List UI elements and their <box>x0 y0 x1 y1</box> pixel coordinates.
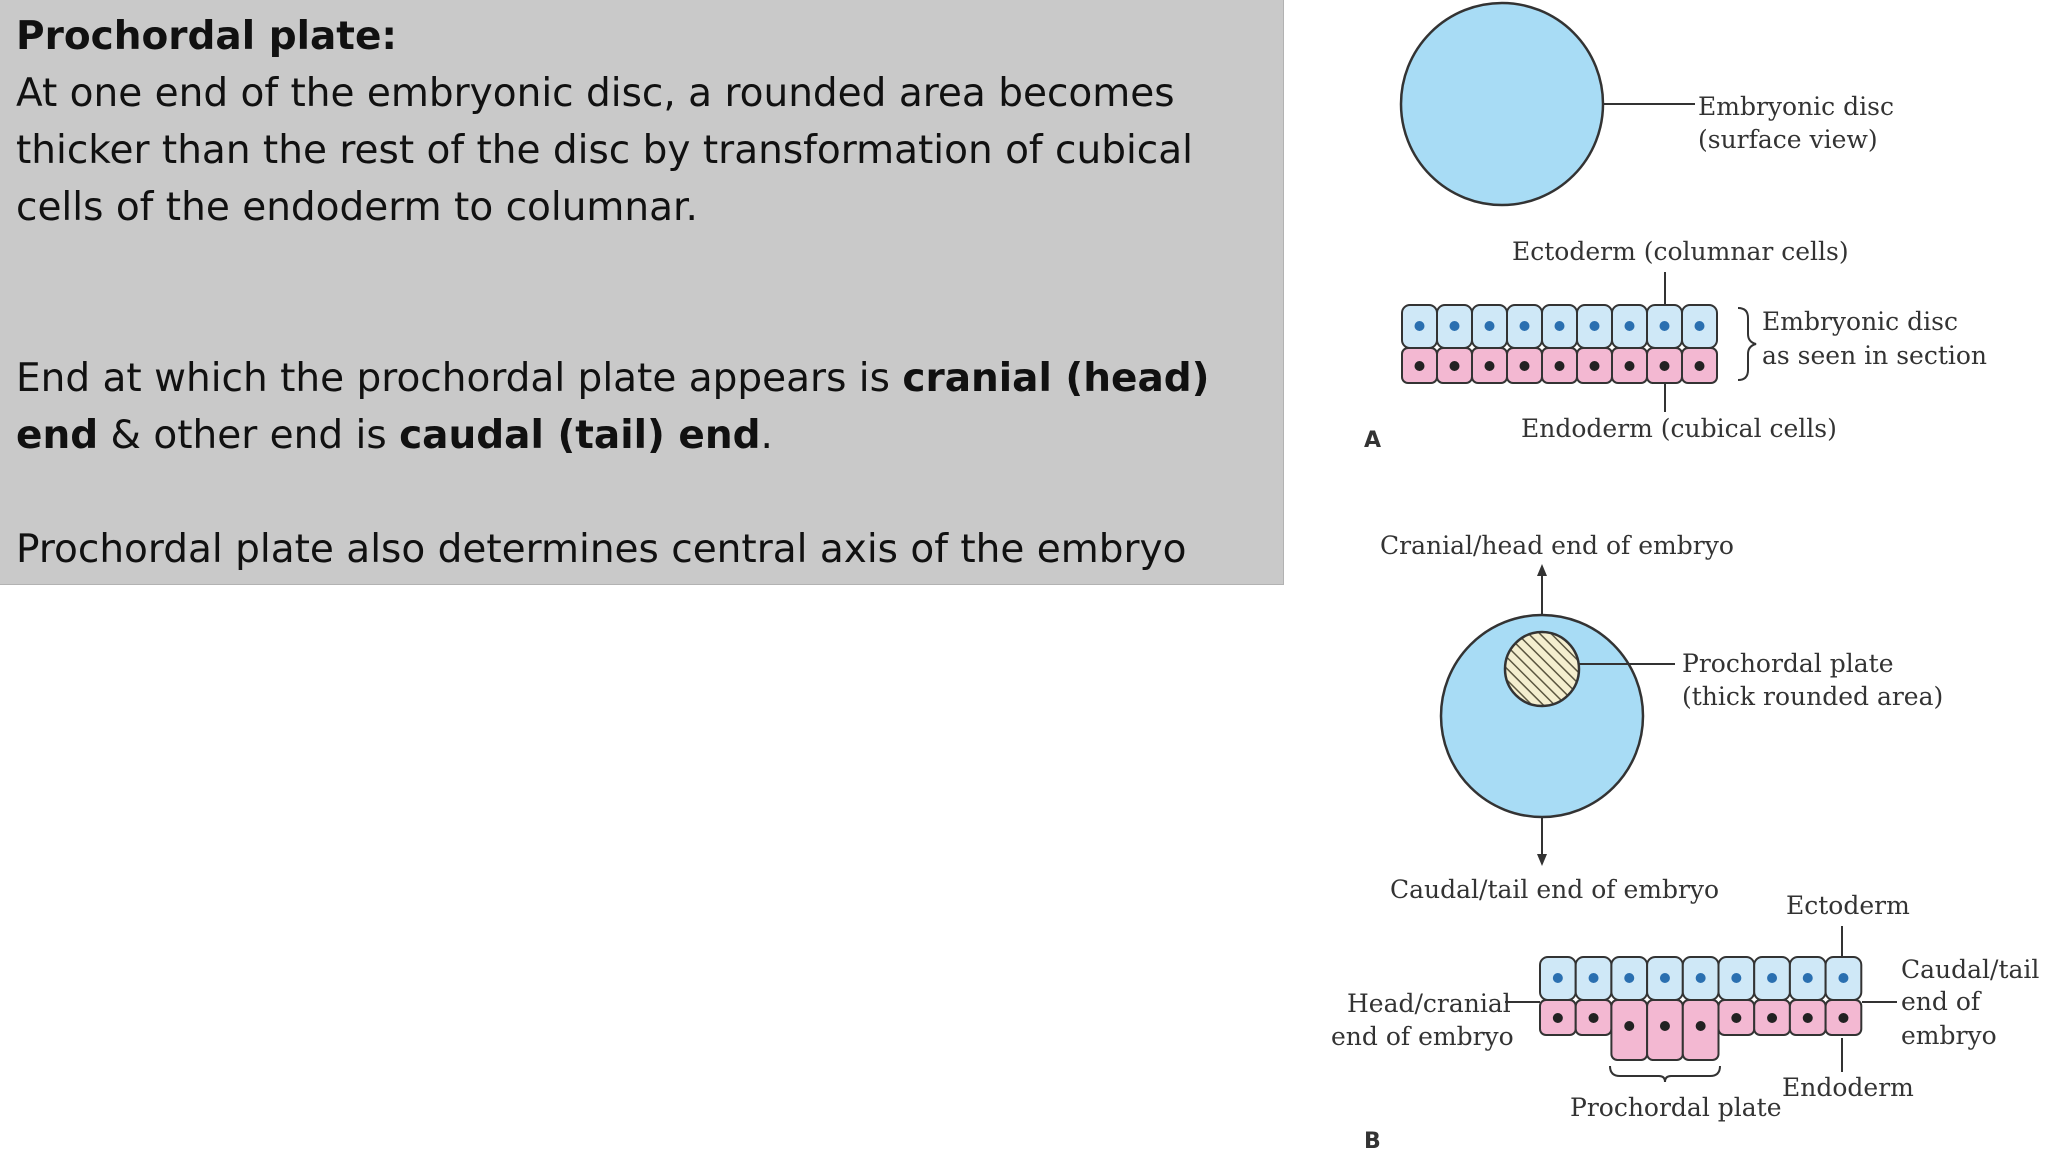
endoderm-nucleus <box>1519 361 1530 371</box>
ectoderm-nucleus <box>1624 321 1635 331</box>
ectoderm-nucleus <box>1659 321 1670 331</box>
disc-section-b <box>1539 956 1863 1061</box>
plate-label-line1: Prochordal plate <box>1682 649 1894 678</box>
endoderm-nucleus <box>1624 361 1635 371</box>
endoderm-nucleus <box>1767 1013 1778 1023</box>
disc-section-a <box>1401 304 1718 384</box>
prochordal-nucleus <box>1624 1021 1635 1031</box>
ectoderm-nucleus <box>1449 321 1460 331</box>
endoderm-nucleus <box>1588 1013 1599 1023</box>
prochordal-nucleus <box>1659 1021 1670 1031</box>
ectoderm-nucleus <box>1554 321 1565 331</box>
endoderm-nucleus <box>1414 361 1425 371</box>
ectoderm-nucleus <box>1624 973 1635 983</box>
disc-label-line2: (surface view) <box>1698 125 1878 154</box>
endoderm-nucleus <box>1449 361 1460 371</box>
panel-b-label: B <box>1364 1129 1381 1152</box>
paragraph-ends: End at which the prochordal plate appear… <box>16 350 1267 464</box>
head-end-label-line2: end of embryo <box>1331 1022 1514 1051</box>
caudal-arrowhead <box>1537 854 1547 866</box>
caudal-end-label: Caudal/tail end of embryo <box>1390 875 1719 904</box>
slide-heading: Prochordal plate: <box>16 14 397 59</box>
tail-end-label-line3: embryo <box>1901 1021 1997 1050</box>
ectoderm-nucleus <box>1838 973 1849 983</box>
head-end-label-line1: Head/cranial <box>1347 989 1511 1018</box>
endoderm-nucleus <box>1552 1013 1563 1023</box>
endoderm-label-b: Endoderm <box>1782 1073 1914 1102</box>
ectoderm-nucleus <box>1552 973 1563 983</box>
plate-label-line2: (thick rounded area) <box>1682 682 1943 711</box>
endoderm-nucleus <box>1802 1013 1813 1023</box>
tail-end-label-line2: end of <box>1901 987 1982 1016</box>
disc-label-line1: Embryonic disc <box>1698 92 1894 121</box>
ends-text-start: End at which the prochordal plate appear… <box>16 356 903 401</box>
endoderm-nucleus <box>1484 361 1495 371</box>
ectoderm-nucleus <box>1767 973 1778 983</box>
section-label-line2: as seen in section <box>1762 341 1987 370</box>
ectoderm-nucleus <box>1414 321 1425 331</box>
text-panel: Prochordal plate: At one end of the embr… <box>0 0 1284 585</box>
ectoderm-nucleus <box>1695 973 1706 983</box>
ends-text-end: . <box>760 413 773 458</box>
paragraph-thickening: At one end of the embryonic disc, a roun… <box>16 71 1193 230</box>
prochordal-nucleus <box>1695 1021 1706 1031</box>
plate-section-brace <box>1609 1065 1721 1083</box>
panel-a-label: A <box>1364 428 1381 453</box>
endoderm-cubical-label: Endoderm (cubical cells) <box>1521 414 1837 443</box>
caudal-end-term: caudal (tail) end <box>399 413 761 458</box>
ectoderm-nucleus <box>1519 321 1530 331</box>
ends-text-middle: & other end is <box>98 413 400 458</box>
ectoderm-nucleus <box>1659 973 1670 983</box>
ectoderm-nucleus <box>1731 973 1742 983</box>
plate-section-label: Prochordal plate <box>1570 1093 1782 1122</box>
ectoderm-nucleus <box>1484 321 1495 331</box>
section-label-line1: Embryonic disc <box>1762 307 1958 336</box>
prochordal-plate-area <box>1503 630 1581 708</box>
cranial-end-label: Cranial/head end of embryo <box>1380 531 1734 560</box>
endoderm-nucleus <box>1589 361 1600 371</box>
endoderm-nucleus <box>1694 361 1705 371</box>
endoderm-nucleus <box>1838 1013 1849 1023</box>
ectoderm-nucleus <box>1694 321 1705 331</box>
tail-end-label-line1: Caudal/tail <box>1901 955 2039 984</box>
ectoderm-nucleus <box>1802 973 1813 983</box>
endoderm-nucleus <box>1659 361 1670 371</box>
cranial-end-term: cranial (head) end <box>16 356 1210 458</box>
ectoderm-columnar-label: Ectoderm (columnar cells) <box>1512 237 1849 266</box>
ectoderm-nucleus <box>1589 321 1600 331</box>
endoderm-nucleus <box>1731 1013 1742 1023</box>
endoderm-nucleus <box>1554 361 1565 371</box>
section-brace <box>1737 307 1757 381</box>
ectoderm-label-b: Ectoderm <box>1786 891 1910 920</box>
embryonic-disc-surface <box>1399 1 1605 207</box>
cranial-arrowhead <box>1537 564 1547 576</box>
paragraph-axis: Prochordal plate also determines central… <box>16 527 1187 572</box>
ectoderm-nucleus <box>1588 973 1599 983</box>
